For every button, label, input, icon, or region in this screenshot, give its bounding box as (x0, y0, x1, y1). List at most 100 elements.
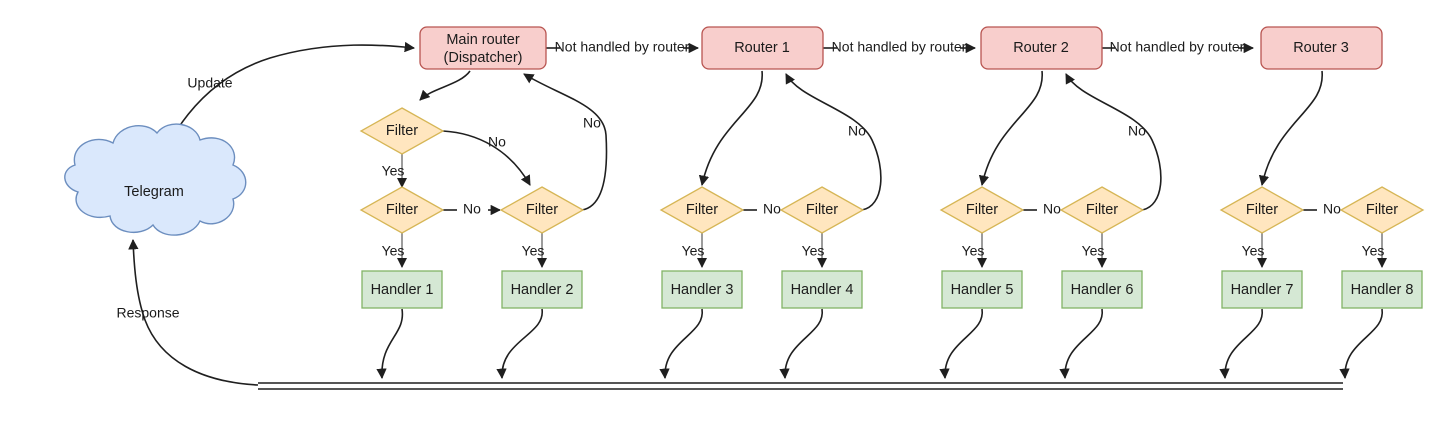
router-2-label: Router 2 (1013, 40, 1069, 56)
handler-5-node[interactable]: Handler 5 (941, 270, 1023, 309)
edge-label-yes-1: Yes (382, 243, 405, 259)
filter-top-main-node[interactable]: Filter (359, 107, 445, 155)
filter-7-node[interactable]: Filter (1219, 186, 1305, 234)
edge-handler5-to-bar (939, 308, 983, 380)
filter-1-diamond (359, 186, 445, 234)
edge-label-yes-top-main: Yes (382, 163, 405, 179)
edge-label-yes-8: Yes (1362, 243, 1385, 259)
handler-7-node[interactable]: Handler 7 (1221, 270, 1303, 309)
edge-label-no-row-r1: No (763, 201, 781, 217)
filter-3-diamond (659, 186, 745, 234)
edge-label-no-row-r2: No (1043, 201, 1061, 217)
edge-label-not-handled-3: Not handled by router (1110, 39, 1245, 55)
filter-6-diamond (1059, 186, 1145, 234)
main-router-node[interactable]: Main router (Dispatcher) (419, 26, 547, 70)
router-2-rect (980, 26, 1103, 70)
handler-8-label: Handler 8 (1351, 282, 1414, 298)
handler-3-label: Handler 3 (671, 282, 734, 298)
edge-label-no-row-1: No (463, 201, 481, 217)
cloud-icon (64, 123, 247, 236)
handler-2-node[interactable]: Handler 2 (501, 270, 583, 309)
handler-1-label: Handler 1 (371, 282, 434, 298)
edge-label-yes-7: Yes (1242, 243, 1265, 259)
edge-filter6-no-to-router2 (1065, 73, 1162, 211)
filter-1-node[interactable]: Filter (359, 186, 445, 234)
edge-filter4-no-to-router1 (785, 73, 882, 211)
filter-top-main-diamond (359, 107, 445, 155)
edge-router1-to-filter3 (698, 70, 763, 187)
edge-label-yes-6: Yes (1082, 243, 1105, 259)
handler-6-label: Handler 6 (1071, 282, 1134, 298)
handler-4-node[interactable]: Handler 4 (781, 270, 863, 309)
edge-label-no-main-return: No (583, 115, 601, 131)
main-router-label-line2: (Dispatcher) (444, 50, 523, 66)
edge-filtertop-no-to-filter2 (442, 130, 531, 186)
edge-router3-to-filter7 (1258, 70, 1323, 187)
edge-filter2-no-to-main (523, 73, 608, 211)
edge-response (128, 238, 259, 386)
telegram-cloud-node[interactable]: Telegram (64, 123, 247, 236)
handler-6-node[interactable]: Handler 6 (1061, 270, 1143, 309)
edge-label-no-r1-return: No (848, 123, 866, 139)
handler-2-rect (501, 270, 583, 309)
edge-handler4-to-bar (779, 308, 823, 380)
handler-3-node[interactable]: Handler 3 (661, 270, 743, 309)
handler-5-rect (941, 270, 1023, 309)
edge-label-no-r2-return: No (1128, 123, 1146, 139)
handler-4-rect (781, 270, 863, 309)
edge-handler8-to-bar (1339, 308, 1383, 380)
telegram-label: Telegram (124, 184, 184, 200)
router-3-node[interactable]: Router 3 (1260, 26, 1383, 70)
handler-2-label: Handler 2 (511, 282, 574, 298)
edge-handler2-to-bar (496, 308, 543, 380)
handler-8-rect (1341, 270, 1423, 309)
filter-top-main-label: Filter (386, 123, 418, 139)
edge-main-to-filter-top (419, 70, 471, 101)
router-2-node[interactable]: Router 2 (980, 26, 1103, 70)
handler-8-node[interactable]: Handler 8 (1341, 270, 1423, 309)
edge-handler7-to-bar (1219, 308, 1263, 380)
edge-label-not-handled-2: Not handled by router (832, 39, 967, 55)
edge-label-no-row-r3: No (1323, 201, 1341, 217)
filter-8-diamond (1339, 186, 1425, 234)
edge-router2-to-filter5 (978, 70, 1043, 187)
handler-1-node[interactable]: Handler 1 (361, 270, 443, 309)
filter-2-diamond (499, 186, 585, 234)
edge-label-not-handled-1: Not handled by router (555, 39, 690, 55)
filter-8-label: Filter (1366, 202, 1398, 218)
filter-4-diamond (779, 186, 865, 234)
filter-3-label: Filter (686, 202, 718, 218)
edge-label-no-main-top: No (488, 134, 506, 150)
edge-handler6-to-bar (1059, 308, 1103, 380)
router-1-node[interactable]: Router 1 (701, 26, 824, 70)
router-1-rect (701, 26, 824, 70)
handler-4-label: Handler 4 (791, 282, 854, 298)
edge-handler3-to-bar (659, 308, 703, 380)
handler-1-rect (361, 270, 443, 309)
main-router-rect (419, 26, 547, 70)
handler-6-rect (1061, 270, 1143, 309)
edge-label-update: Update (187, 75, 232, 91)
filter-4-node[interactable]: Filter (779, 186, 865, 234)
filter-1-label: Filter (386, 202, 418, 218)
handler-7-rect (1221, 270, 1303, 309)
filter-5-diamond (939, 186, 1025, 234)
filter-6-node[interactable]: Filter (1059, 186, 1145, 234)
router-3-rect (1260, 26, 1383, 70)
handler-3-rect (661, 270, 743, 309)
router-1-label: Router 1 (734, 40, 790, 56)
handler-7-label: Handler 7 (1231, 282, 1294, 298)
main-router-label-line1: Main router (446, 32, 520, 48)
filter-7-label: Filter (1246, 202, 1278, 218)
handler-5-label: Handler 5 (951, 282, 1014, 298)
filter-5-node[interactable]: Filter (939, 186, 1025, 234)
edge-label-yes-5: Yes (962, 243, 985, 259)
edge-label-yes-3: Yes (682, 243, 705, 259)
filter-2-node[interactable]: Filter (499, 186, 585, 234)
filter-5-label: Filter (966, 202, 998, 218)
edge-label-response: Response (116, 305, 179, 321)
filter-3-node[interactable]: Filter (659, 186, 745, 234)
router-3-label: Router 3 (1293, 40, 1349, 56)
filter-8-node[interactable]: Filter (1339, 186, 1425, 234)
